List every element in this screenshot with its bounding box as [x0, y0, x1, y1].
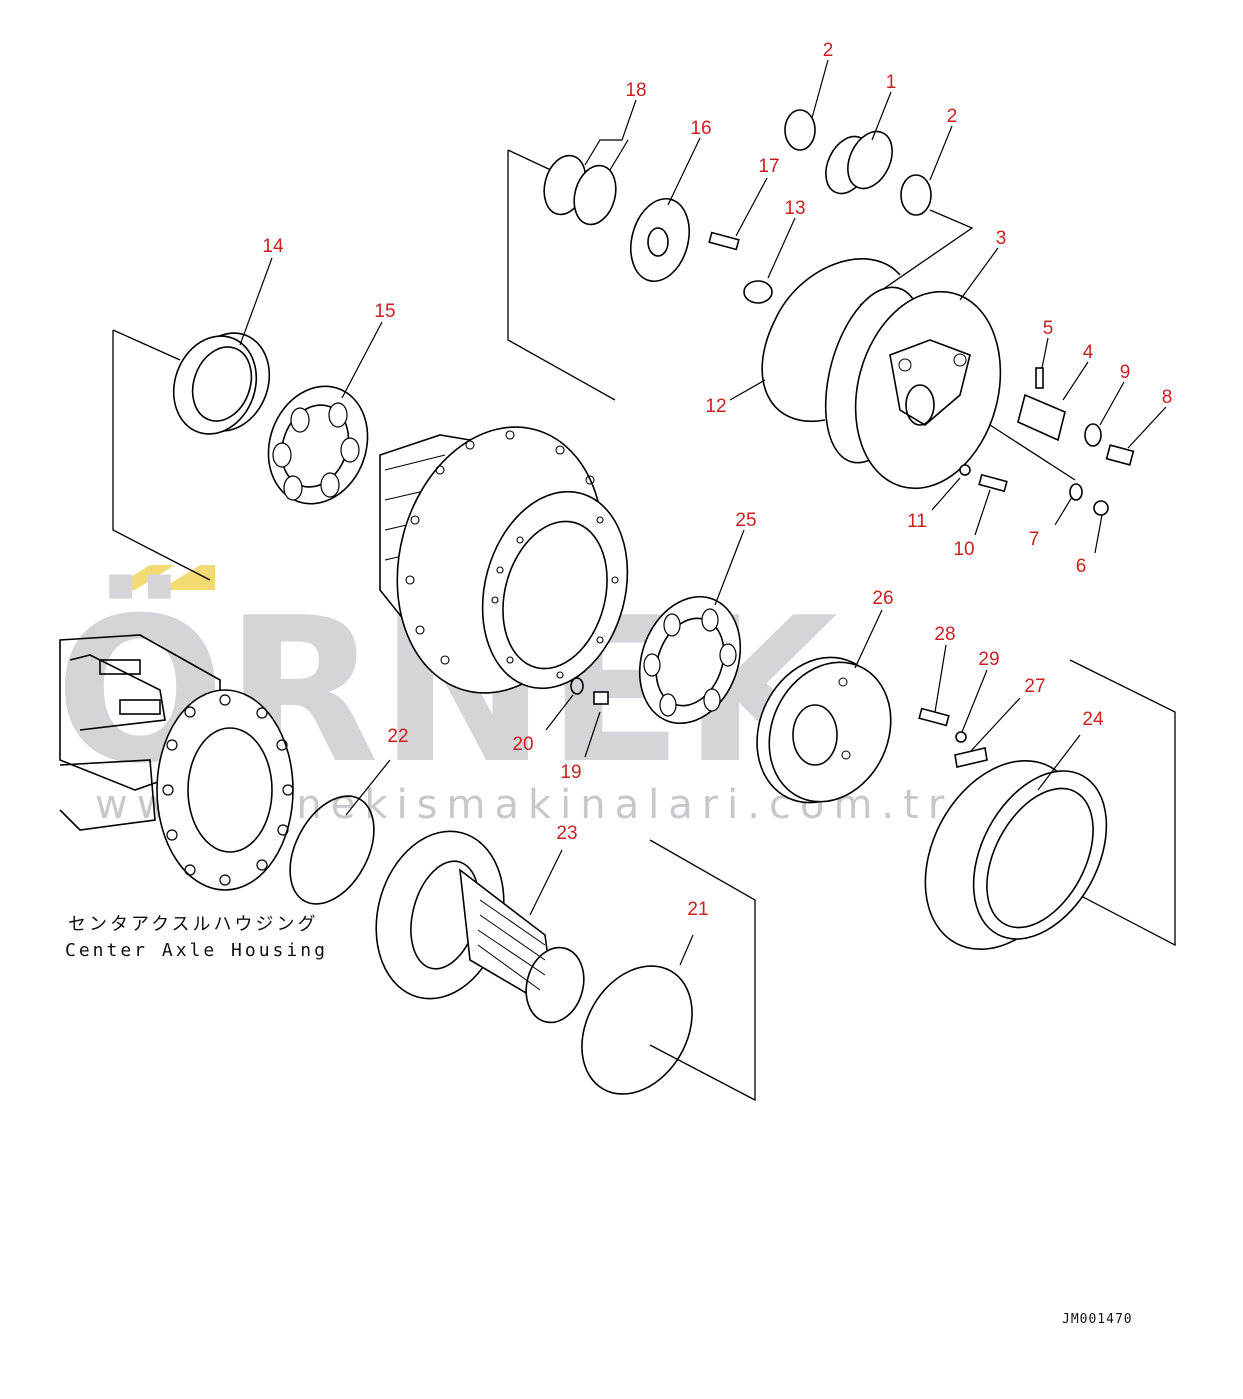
seal-14: [172, 332, 271, 435]
callout-4: 4: [1083, 342, 1094, 363]
callout-26: 26: [872, 588, 893, 609]
callout-22: 22: [387, 726, 408, 747]
callout-14: 14: [262, 236, 284, 257]
caption-japanese: センタアクスルハウジング: [68, 914, 319, 935]
caption-english: Center Axle Housing: [65, 940, 328, 961]
callout-3: 3: [996, 228, 1007, 249]
callout-12: 12: [705, 396, 726, 417]
planet-gear-1: [825, 130, 893, 195]
o-ring-12: [761, 258, 901, 423]
small-hardware: [570, 231, 1135, 768]
callout-6: 6: [1076, 556, 1087, 577]
gear-2-upper: [784, 109, 816, 151]
callout-1: 1: [886, 72, 897, 93]
axle-spindle-23: [375, 830, 585, 1024]
gear-2-lower: [900, 174, 932, 216]
o-ring-21: [581, 965, 693, 1095]
callout-7: 7: [1029, 529, 1040, 550]
drawing-code: JM001470: [1062, 1312, 1133, 1327]
callout-10: 10: [953, 539, 974, 560]
ring-gear-hub-26: [756, 656, 892, 804]
callout-13: 13: [784, 198, 805, 219]
leader-lines: [239, 59, 1167, 966]
callouts: 2 1 2 3 5 4 9 8 6 7 10 11 12 13 17 16 18…: [262, 40, 1172, 920]
callout-18: 18: [625, 80, 646, 101]
callout-8: 8: [1162, 387, 1173, 408]
callout-9: 9: [1120, 362, 1131, 383]
callout-2a: 2: [823, 40, 834, 61]
callout-17: 17: [758, 156, 779, 177]
callout-23: 23: [556, 823, 577, 844]
callout-28: 28: [934, 624, 955, 645]
callout-25: 25: [735, 510, 756, 531]
washer-18b: [573, 164, 617, 226]
wheel-hub: [379, 426, 629, 694]
cover-plate-16: [630, 197, 690, 283]
callout-20: 20: [512, 734, 533, 755]
planet-carrier-3: [824, 286, 1002, 490]
bearing-15: [267, 385, 369, 505]
callout-21: 21: [687, 899, 708, 920]
bearing-25: [638, 595, 742, 725]
callout-24: 24: [1082, 709, 1104, 730]
guide-lines: [112, 149, 1176, 1102]
callout-27: 27: [1024, 676, 1045, 697]
center-axle-housing: [59, 634, 294, 891]
callout-11: 11: [907, 511, 927, 532]
callout-5: 5: [1043, 318, 1054, 339]
callout-29: 29: [978, 649, 999, 670]
callout-19: 19: [560, 762, 581, 783]
callout-15: 15: [374, 301, 395, 322]
callout-16: 16: [690, 118, 711, 139]
ring-gear-24: [924, 759, 1108, 951]
callout-2b: 2: [947, 106, 958, 127]
